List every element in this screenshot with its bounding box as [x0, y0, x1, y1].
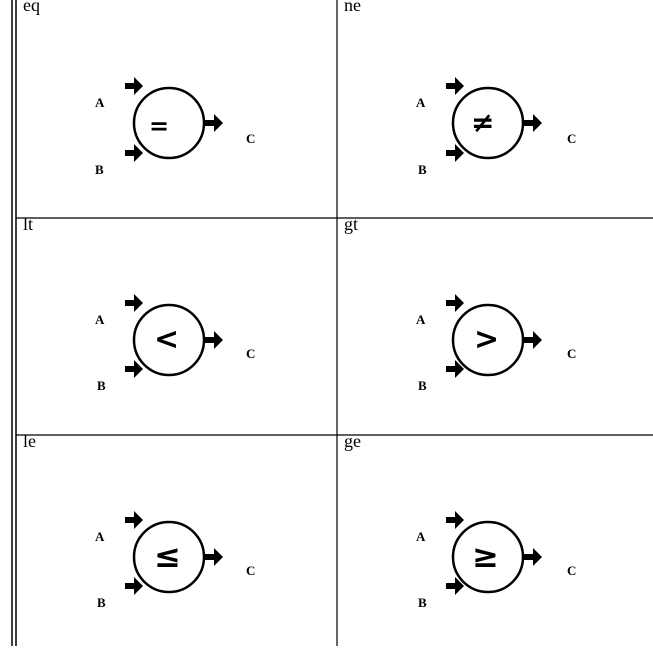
input-b-arrow-icon — [446, 360, 464, 378]
cell-eq: eq = A B C — [17, 0, 335, 217]
input-b-label: B — [97, 378, 106, 393]
eq-gate-diagram — [125, 77, 223, 162]
cell-label-le: le — [23, 431, 36, 451]
output-c-arrow-icon — [524, 114, 542, 132]
output-c-label: C — [567, 346, 577, 361]
output-c-arrow-icon — [205, 114, 223, 132]
cell-ge: ge ≥ A B C — [338, 432, 653, 653]
output-c-label: C — [246, 563, 256, 578]
gt-symbol: > — [474, 322, 500, 357]
input-a-arrow-icon — [125, 511, 143, 529]
le-gate-diagram — [125, 511, 223, 595]
input-a-arrow-icon — [446, 77, 464, 95]
ge-symbol: ≥ — [472, 537, 499, 575]
input-a-label: A — [95, 95, 105, 110]
eq-symbol: = — [149, 112, 170, 140]
input-b-arrow-icon — [446, 144, 464, 162]
input-a-arrow-icon — [446, 511, 464, 529]
lt-symbol: < — [154, 322, 180, 357]
output-c-arrow-icon — [205, 548, 223, 566]
cell-gt: gt > A B C — [338, 215, 653, 436]
output-c-label: C — [246, 131, 256, 146]
input-b-arrow-icon — [125, 144, 143, 162]
ne-gate-diagram — [446, 77, 542, 162]
input-b-label: B — [418, 162, 427, 177]
output-c-label: C — [246, 346, 256, 361]
output-c-arrow-icon — [205, 331, 223, 349]
input-a-arrow-icon — [446, 294, 464, 312]
input-a-label: A — [95, 312, 105, 327]
gt-gate-diagram — [446, 294, 542, 378]
ne-symbol: ≠ — [471, 106, 495, 139]
cell-label-ge: ge — [344, 431, 361, 451]
input-b-arrow-icon — [125, 360, 143, 378]
input-b-label: B — [97, 595, 106, 610]
output-c-label: C — [567, 131, 577, 146]
input-a-label: A — [416, 529, 426, 544]
output-c-arrow-icon — [524, 331, 542, 349]
input-b-label: B — [95, 162, 104, 177]
output-c-label: C — [567, 563, 577, 578]
input-b-arrow-icon — [125, 577, 143, 595]
input-b-label: B — [418, 595, 427, 610]
input-a-label: A — [95, 529, 105, 544]
cell-ne: ne ≠ A B C — [338, 0, 653, 217]
input-b-arrow-icon — [446, 577, 464, 595]
le-symbol: ≤ — [154, 537, 181, 575]
output-c-arrow-icon — [524, 548, 542, 566]
cell-label-lt: lt — [23, 214, 34, 234]
input-a-arrow-icon — [125, 77, 143, 95]
cell-label-ne: ne — [344, 0, 361, 15]
lt-gate-diagram — [125, 294, 223, 378]
input-a-label: A — [416, 95, 426, 110]
cell-label-gt: gt — [344, 214, 359, 234]
input-b-label: B — [418, 378, 427, 393]
ge-gate-diagram — [446, 511, 542, 595]
input-a-label: A — [416, 312, 426, 327]
cell-lt: lt < A B C — [17, 215, 335, 436]
cell-label-eq: eq — [23, 0, 40, 15]
input-a-arrow-icon — [125, 294, 143, 312]
cell-le: le ≤ A B C — [17, 432, 335, 653]
